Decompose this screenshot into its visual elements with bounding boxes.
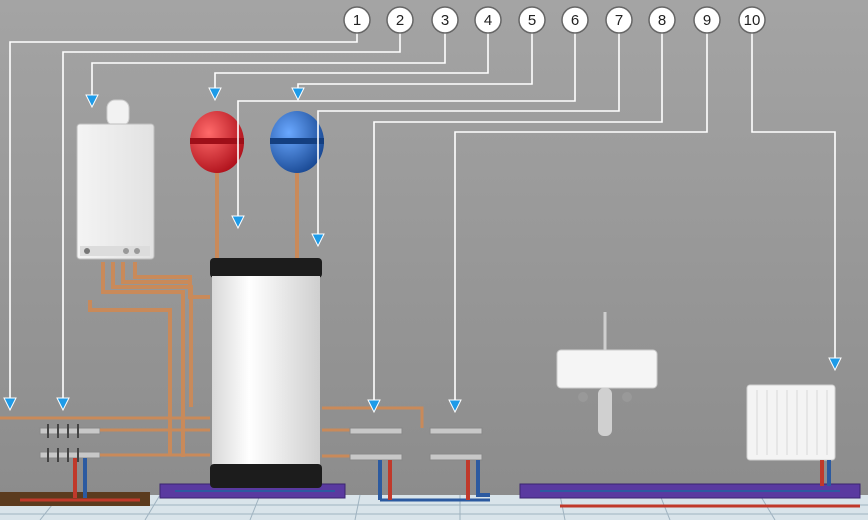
leader-line-1 <box>9 33 358 398</box>
callout-2: 2 <box>386 6 414 34</box>
leader-line-7 <box>317 33 620 234</box>
callout-number: 5 <box>528 12 536 29</box>
expansion-tank-red <box>190 111 244 258</box>
boiler-pipes <box>88 262 210 457</box>
callout-3: 3 <box>431 6 459 34</box>
gas-boiler <box>76 99 155 260</box>
leader-line-5 <box>297 33 533 88</box>
callout-circle <box>561 6 589 34</box>
callout-6: 6 <box>561 6 589 34</box>
callout-number: 2 <box>396 12 404 29</box>
callout-circle <box>738 6 766 34</box>
callout-number: 6 <box>571 12 579 29</box>
floor-heating-loops <box>0 483 861 508</box>
leader-line-10 <box>751 33 836 358</box>
arrow-marker-10 <box>828 357 842 372</box>
callout-5: 5 <box>518 6 546 34</box>
leader-lines <box>9 33 836 400</box>
arrow-marker-4 <box>208 87 222 102</box>
callout-10: 10 <box>738 6 766 34</box>
callout-circle <box>518 6 546 34</box>
callout-labels: 1 2 3 4 5 6 7 8 9 10 <box>343 6 766 34</box>
callout-circle <box>605 6 633 34</box>
callout-7: 7 <box>605 6 633 34</box>
callout-circle <box>343 6 371 34</box>
arrow-marker-3 <box>85 94 99 109</box>
leader-line-4 <box>214 33 489 88</box>
wash-basin <box>556 312 658 436</box>
leader-line-8 <box>373 33 663 400</box>
arrow-marker-8 <box>367 399 381 414</box>
leader-line-3 <box>91 33 446 95</box>
callout-number: 9 <box>703 12 711 29</box>
callout-number: 8 <box>658 12 666 29</box>
arrow-marker-5 <box>291 87 305 102</box>
callout-circle <box>648 6 676 34</box>
radiator <box>746 384 836 486</box>
callout-number: 4 <box>484 12 492 29</box>
manifold-center <box>322 406 490 500</box>
arrow-markers <box>3 87 842 414</box>
arrow-marker-9 <box>448 399 462 414</box>
callout-9: 9 <box>693 6 721 34</box>
callout-circle <box>474 6 502 34</box>
leader-line-2 <box>62 33 401 398</box>
callout-circle <box>431 6 459 34</box>
manifold-left <box>0 416 210 498</box>
callout-number: 1 <box>353 12 361 29</box>
expansion-tank-blue <box>270 111 324 258</box>
callout-number: 7 <box>615 12 623 29</box>
leader-line-6 <box>237 33 576 216</box>
arrow-marker-1 <box>3 397 17 412</box>
callout-4: 4 <box>474 6 502 34</box>
callout-circle <box>386 6 414 34</box>
callout-number: 3 <box>441 12 449 29</box>
callout-1: 1 <box>343 6 371 34</box>
arrow-marker-7 <box>311 233 325 248</box>
arrow-marker-2 <box>56 397 70 412</box>
callout-8: 8 <box>648 6 676 34</box>
arrow-marker-6 <box>231 215 245 230</box>
leader-line-9 <box>454 33 708 400</box>
hot-water-cylinder <box>210 258 322 488</box>
callout-number: 10 <box>744 12 761 29</box>
callout-circle <box>693 6 721 34</box>
